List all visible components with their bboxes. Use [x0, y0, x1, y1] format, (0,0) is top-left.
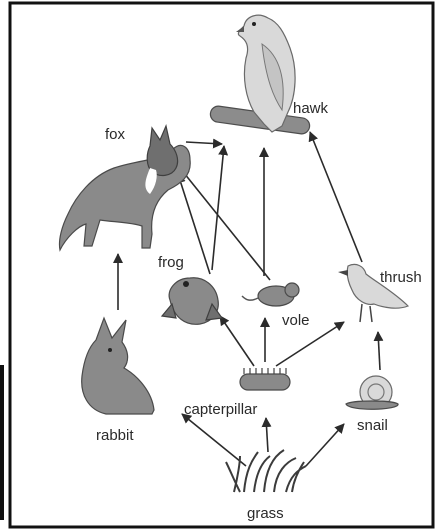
- grass-blades: [226, 450, 306, 492]
- rabbit-eye: [108, 348, 112, 352]
- arrow-frog-to-hawk: [212, 146, 224, 270]
- hawk-label: hawk: [293, 100, 329, 117]
- vole-illustration: [242, 283, 299, 306]
- frog-label: frog: [158, 254, 184, 271]
- vole-head: [285, 283, 299, 297]
- rabbit-body: [82, 318, 154, 414]
- hawk-beak: [236, 26, 244, 32]
- vole-label: vole: [282, 312, 310, 329]
- rabbit-label: rabbit: [96, 427, 134, 444]
- snail-foot: [346, 401, 398, 409]
- arrow-capterpillar-to-frog: [220, 316, 254, 366]
- capterpillar-label: capterpillar: [184, 401, 257, 418]
- arrow-thrush-to-hawk: [310, 132, 362, 262]
- grass-illustration: [226, 450, 306, 492]
- fox-head: [147, 126, 177, 175]
- capterpillar-illustration: [240, 368, 290, 390]
- frog-illustration: [162, 278, 222, 325]
- snail-illustration: [346, 376, 398, 409]
- arrow-grass-to-rabbit: [182, 414, 246, 466]
- snail-label: snail: [357, 417, 388, 434]
- fox-label: fox: [105, 126, 126, 143]
- thrush-legs: [360, 304, 372, 322]
- rabbit-illustration: [82, 318, 154, 414]
- fox-illustration: [59, 126, 190, 250]
- capterpillar-bristles: [244, 368, 286, 374]
- thrush-beak: [338, 270, 348, 276]
- left-edge-bar: [0, 365, 4, 520]
- arrow-grass-to-snail: [306, 424, 344, 466]
- hawk-eye: [252, 22, 256, 26]
- frog-eye: [183, 281, 189, 287]
- arrow-fox-to-hawk: [186, 142, 222, 144]
- thrush-label: thrush: [380, 269, 422, 286]
- diagram-frame: [10, 3, 433, 527]
- capterpillar-body: [240, 374, 290, 390]
- vole-tail: [242, 296, 258, 300]
- arrow-grass-to-capterpillar: [266, 418, 268, 452]
- arrow-snail-to-thrush: [378, 332, 380, 370]
- grass-label: grass: [247, 505, 284, 522]
